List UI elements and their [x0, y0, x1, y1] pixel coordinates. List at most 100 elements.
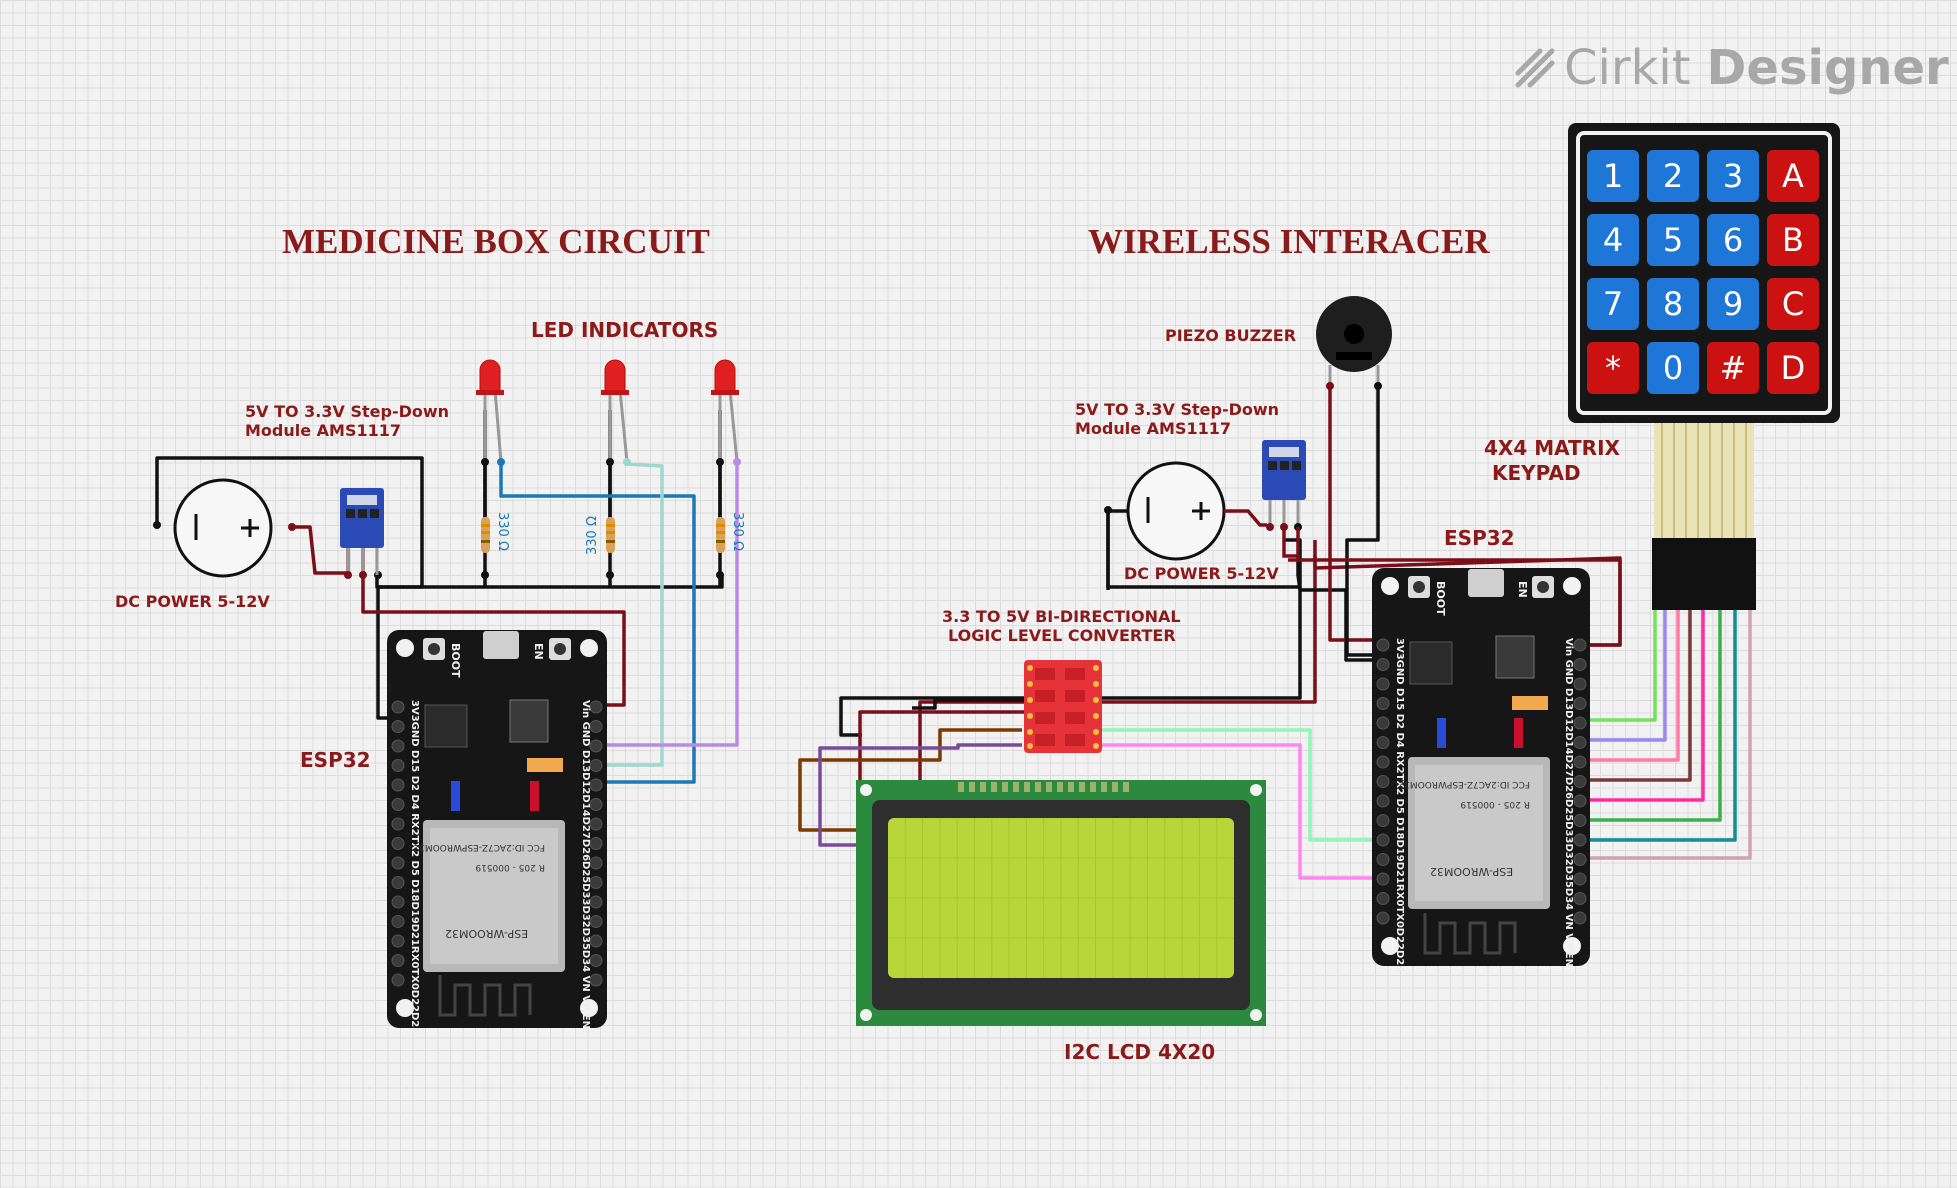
header-pin[interactable]	[391, 934, 405, 948]
header-pin[interactable]	[1573, 814, 1587, 827]
header-pin[interactable]	[1573, 794, 1587, 808]
esp32-board-right[interactable]	[1372, 568, 1590, 966]
resistor-3[interactable]	[716, 517, 725, 553]
keypad-key[interactable]	[1587, 342, 1639, 394]
header-pin[interactable]	[1573, 755, 1587, 769]
header-pin[interactable]	[1376, 814, 1390, 827]
header-pin[interactable]	[1376, 638, 1390, 652]
ams1117-module-left[interactable]	[340, 488, 384, 575]
header-pin[interactable]	[589, 895, 603, 909]
keypad-key[interactable]	[1647, 214, 1699, 266]
header-pin[interactable]	[1376, 755, 1390, 769]
keypad-key[interactable]	[1707, 342, 1759, 394]
header-pin[interactable]	[589, 856, 603, 870]
header-pin[interactable]	[1376, 911, 1390, 925]
header-pin[interactable]	[1573, 892, 1587, 905]
esp32-board-left[interactable]	[387, 630, 607, 1028]
header-pin[interactable]	[1573, 833, 1587, 847]
header-pin[interactable]	[1573, 775, 1587, 788]
ams1117-module-right[interactable]	[1262, 440, 1306, 527]
header-pin[interactable]	[589, 915, 603, 928]
header-pin[interactable]	[589, 817, 603, 831]
header-pin[interactable]	[1376, 872, 1390, 886]
keypad-key[interactable]	[1647, 278, 1699, 330]
header-pin[interactable]	[1376, 833, 1390, 847]
header-pin[interactable]	[391, 700, 405, 714]
keypad-key[interactable]	[1767, 278, 1819, 330]
header-pin[interactable]	[589, 934, 603, 948]
dc-power-source-right[interactable]	[1126, 461, 1226, 561]
header-pin[interactable]	[391, 973, 405, 987]
keypad-key[interactable]	[1707, 150, 1759, 202]
keypad-key[interactable]	[1587, 278, 1639, 330]
keypad-key[interactable]	[1587, 214, 1639, 266]
header-pin[interactable]	[1573, 697, 1587, 710]
logic-level-converter[interactable]	[1024, 660, 1102, 753]
lcd-display[interactable]	[856, 780, 1266, 1026]
header-pin[interactable]	[391, 876, 405, 889]
header-pin[interactable]	[1376, 677, 1390, 691]
header-pin[interactable]	[589, 798, 603, 811]
header-pin[interactable]	[1376, 716, 1390, 730]
esp32-left-cert: R 205 - 000519	[475, 862, 545, 872]
keypad-key-label: 1	[1603, 157, 1623, 195]
header-pin[interactable]	[589, 778, 603, 792]
keypad-key[interactable]	[1707, 214, 1759, 266]
header-pin[interactable]	[1573, 911, 1587, 925]
header-pin[interactable]	[1376, 658, 1390, 671]
keypad-key-label: 9	[1723, 285, 1743, 323]
keypad-key[interactable]	[1767, 342, 1819, 394]
header-pin[interactable]	[391, 798, 405, 811]
header-pin[interactable]	[589, 837, 603, 850]
header-pin[interactable]	[1376, 892, 1390, 905]
resistor-1[interactable]	[481, 517, 490, 553]
header-pin[interactable]	[589, 954, 603, 967]
esp32-left-boot-label: BOOT	[449, 643, 462, 678]
header-pin[interactable]	[1573, 677, 1587, 691]
header-pin[interactable]	[391, 837, 405, 850]
label-piezo-buzzer: PIEZO BUZZER	[1165, 326, 1297, 345]
header-pin[interactable]	[1573, 658, 1587, 671]
header-pin[interactable]	[1376, 794, 1390, 808]
header-pin[interactable]	[391, 954, 405, 967]
header-pin[interactable]	[1573, 736, 1587, 749]
header-pin[interactable]	[1573, 872, 1587, 886]
keypad-key[interactable]	[1647, 342, 1699, 394]
header-pin[interactable]	[589, 720, 603, 733]
header-pin[interactable]	[391, 739, 405, 753]
header-pin[interactable]	[1573, 853, 1587, 866]
header-pin[interactable]	[391, 817, 405, 831]
header-pin[interactable]	[589, 876, 603, 889]
header-pin[interactable]	[391, 778, 405, 792]
header-pin[interactable]	[391, 759, 405, 772]
header-pin[interactable]	[391, 856, 405, 870]
piezo-buzzer[interactable]	[1316, 296, 1392, 388]
keypad-key[interactable]	[1767, 214, 1819, 266]
header-pin[interactable]	[589, 700, 603, 714]
led-red-2[interactable]	[601, 359, 629, 463]
header-pin[interactable]	[1376, 775, 1390, 788]
resistor-2[interactable]	[606, 517, 615, 553]
header-pin[interactable]	[1573, 716, 1587, 730]
led-red-1[interactable]	[476, 359, 504, 463]
header-pin[interactable]	[1573, 638, 1587, 652]
label-converter-2: LOGIC LEVEL CONVERTER	[948, 626, 1176, 645]
keypad-key-label: 3	[1723, 157, 1743, 195]
header-pin[interactable]	[391, 915, 405, 928]
keypad-key[interactable]	[1587, 150, 1639, 202]
header-pin[interactable]	[589, 759, 603, 772]
dc-power-source-left[interactable]	[173, 478, 273, 578]
header-pin[interactable]	[1376, 697, 1390, 710]
esp32-right-pins-right: Vin GND D13D12D14D27D26D25D33D32D35D34 V…	[1563, 638, 1574, 967]
led-red-3[interactable]	[711, 359, 739, 463]
keypad-key[interactable]	[1707, 278, 1759, 330]
header-pin[interactable]	[1376, 853, 1390, 866]
keypad-key[interactable]	[1767, 150, 1819, 202]
header-pin[interactable]	[1376, 736, 1390, 749]
keypad-key[interactable]	[1647, 150, 1699, 202]
header-pin[interactable]	[391, 720, 405, 733]
header-pin[interactable]	[589, 739, 603, 753]
header-pin[interactable]	[391, 895, 405, 909]
header-pin[interactable]	[589, 973, 603, 987]
